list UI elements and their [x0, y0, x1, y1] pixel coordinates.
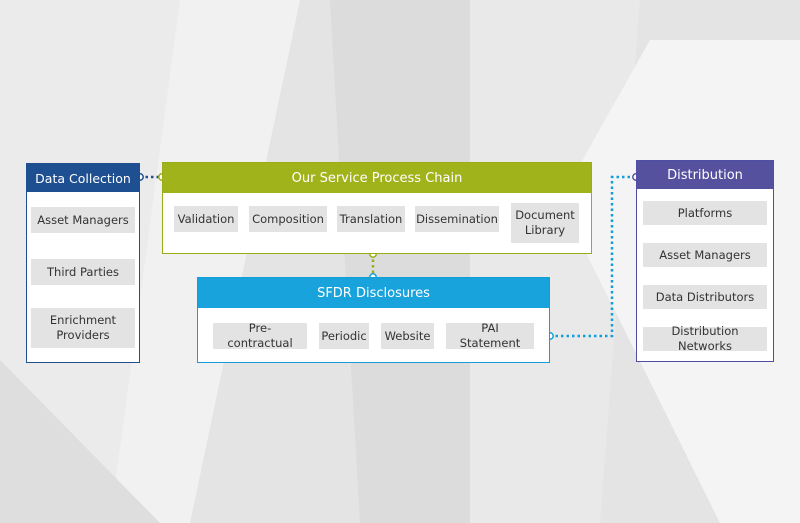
data-collection-item: Enrichment Providers: [31, 308, 135, 348]
process-chain-item: Validation: [174, 206, 238, 232]
sfdr-item: Pre-contractual: [213, 321, 307, 350]
distribution-item: Distribution Networks: [643, 324, 767, 353]
distribution-panel: Distribution Platforms Asset Managers Da…: [636, 160, 774, 362]
process-chain-item: Composition: [249, 206, 327, 232]
sfdr-item: PAI Statement: [446, 321, 534, 350]
process-chain-panel: Our Service Process Chain Validation Com…: [162, 162, 592, 254]
data-collection-panel: Data Collection Asset Managers Third Par…: [26, 163, 140, 363]
process-chain-title: Our Service Process Chain: [163, 163, 591, 193]
data-collection-item: Asset Managers: [31, 207, 135, 233]
process-chain-item: Dissemination: [415, 206, 499, 232]
distribution-title: Distribution: [637, 161, 773, 189]
process-chain-item: Document Library: [511, 203, 579, 243]
process-chain-item: Translation: [337, 206, 405, 232]
sfdr-item: Website: [381, 323, 434, 349]
distribution-item: Data Distributors: [643, 285, 767, 309]
sfdr-item: Periodic: [319, 323, 369, 349]
distribution-item: Asset Managers: [643, 243, 767, 267]
sfdr-title: SFDR Disclosures: [198, 278, 549, 308]
distribution-item: Platforms: [643, 201, 767, 225]
sfdr-panel: SFDR Disclosures Pre-contractual Periodi…: [197, 277, 550, 363]
data-collection-title: Data Collection: [27, 164, 139, 192]
data-collection-item: Third Parties: [31, 259, 135, 285]
